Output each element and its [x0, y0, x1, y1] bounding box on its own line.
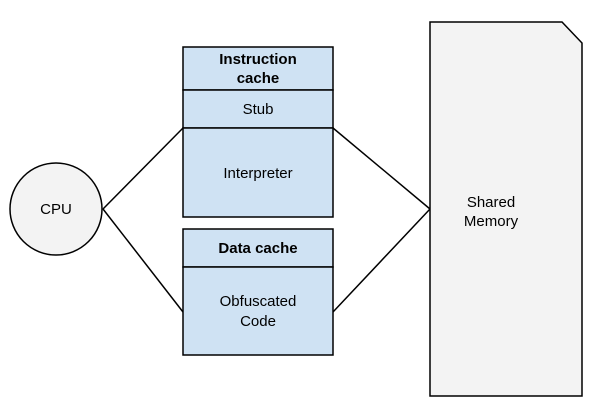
shared-memory-shape: [429, 21, 583, 397]
cpu-node: CPU: [9, 162, 103, 256]
obfuscated-code-box: [182, 266, 334, 356]
data-cache: Data cache Obfuscated Code: [182, 228, 334, 356]
obfuscated-code-line1: Obfuscated: [220, 293, 297, 310]
cpu-circle: [9, 162, 103, 256]
instruction-cache-title-line1: Instruction: [219, 51, 297, 68]
shared-memory-line1: Shared: [467, 194, 515, 211]
stub-box: [182, 89, 334, 129]
connector-instruction-cache-memory: [332, 127, 431, 210]
obfuscated-code-line2: Code: [240, 313, 276, 330]
shared-memory: Shared Memory: [429, 21, 583, 397]
instruction-cache: Instruction cache Stub Interpreter: [182, 46, 334, 218]
interpreter-box: [182, 127, 334, 218]
stub-label: Stub: [243, 101, 274, 118]
instruction-cache-title-box: [182, 46, 334, 91]
connector-cpu-data-cache: [102, 208, 184, 313]
interpreter-label: Interpreter: [223, 165, 292, 182]
instruction-cache-title-line2: cache: [237, 70, 280, 87]
data-cache-title: Data cache: [218, 240, 297, 257]
connector-cpu-instruction-cache: [102, 127, 184, 210]
cpu-label: CPU: [40, 201, 72, 218]
shared-memory-line2: Memory: [464, 213, 519, 230]
connector-data-cache-memory: [332, 208, 431, 313]
